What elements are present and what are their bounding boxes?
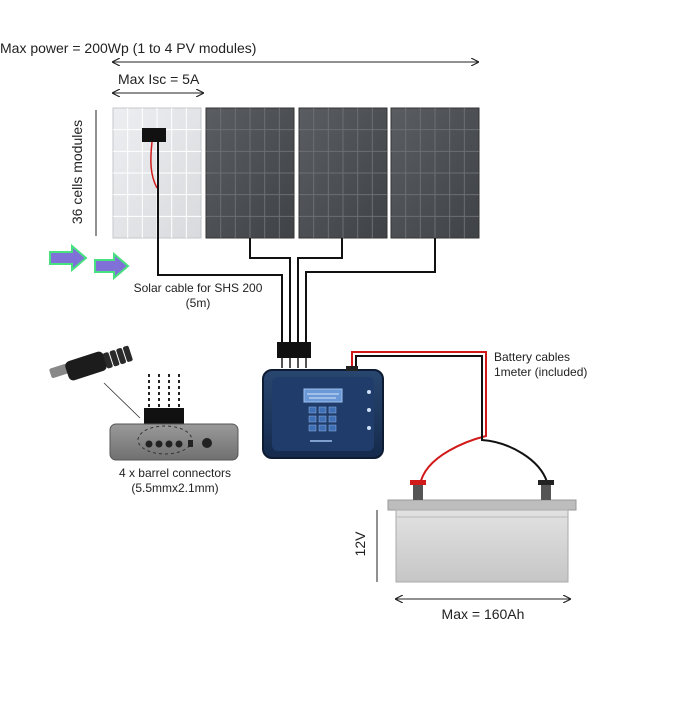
controller-key (308, 415, 317, 423)
hub-plugs (144, 374, 184, 426)
controller-display (303, 388, 343, 403)
junction-box (142, 128, 166, 142)
barrel-connectors-label-line2: (5.5mmx2.1mm) (131, 481, 219, 495)
battery-cable-black (355, 355, 548, 483)
controller-key (308, 424, 317, 432)
battery (387, 480, 577, 583)
controller-keypad (308, 406, 337, 432)
controller-key (318, 415, 327, 423)
cells-label: 36 cells modules (69, 119, 85, 225)
cable-plugs (277, 342, 311, 368)
battery-cables-label-line2: 1meter (included) (494, 365, 588, 379)
battery-cable-red (351, 351, 487, 486)
panel3-cable (297, 238, 343, 342)
solar-panel-array (112, 107, 480, 239)
panel-cable-black (157, 142, 283, 342)
controller-key (328, 406, 337, 414)
max-capacity-label: Max = 160Ah (441, 606, 525, 622)
sunlight-arrow-1-icon (49, 243, 88, 273)
max-power-label: Max power = 200Wp (1 to 4 PV modules) (0, 40, 257, 56)
solar-cable-label-line2: (5m) (185, 296, 211, 310)
controller-key (328, 415, 337, 423)
controller-key (308, 406, 317, 414)
max-isc-label: Max Isc = 5A (118, 71, 200, 87)
controller-key (318, 406, 327, 414)
controller-key (318, 424, 327, 432)
panel4-cable (305, 238, 436, 342)
panel-2 (205, 107, 295, 239)
controller-key (328, 424, 337, 432)
sunlight-arrow-2-icon (94, 251, 130, 281)
barrel-plug-icon (49, 345, 141, 419)
battery-cables-label-line1: Battery cables (494, 350, 571, 364)
solar-cable-label-line1: Solar cable for SHS 200 (133, 281, 263, 295)
panel-4 (390, 107, 480, 239)
charge-controller (262, 366, 384, 459)
panel2-cable (249, 238, 291, 342)
voltage-label: 12V (352, 531, 368, 557)
panel-3 (298, 107, 388, 239)
panel-cable-red (150, 141, 158, 189)
barrel-connector-hub (109, 423, 239, 461)
barrel-connectors-label-line1: 4 x barrel connectors (118, 466, 232, 480)
